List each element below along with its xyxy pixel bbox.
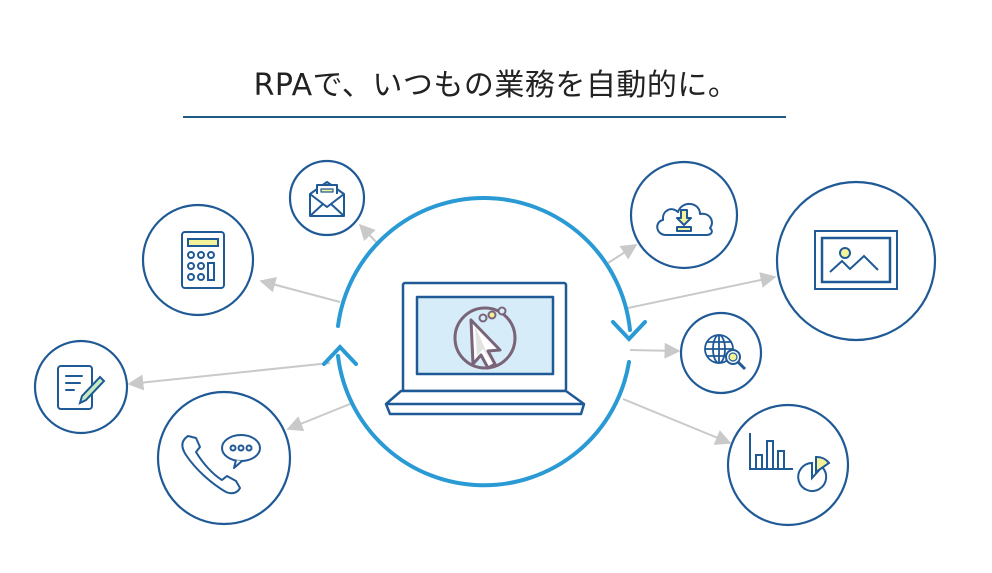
arrow-to-chart xyxy=(622,398,732,445)
automated-cursor-icon xyxy=(453,306,517,370)
satellite-image xyxy=(775,180,937,342)
satellite-calculator xyxy=(141,203,255,317)
calculator-icon xyxy=(181,231,225,289)
bar-pie-chart-icon xyxy=(749,433,831,492)
cycle-arrowhead-left xyxy=(322,344,358,366)
page-title: RPAで、いつもの業務を自動的に。 xyxy=(253,68,739,103)
automation-cycle xyxy=(322,196,647,488)
satellite-document xyxy=(33,339,129,435)
satellite-globe xyxy=(679,311,763,395)
arrow-to-image xyxy=(627,272,777,309)
connector-arrows xyxy=(127,223,777,445)
satellite-chart xyxy=(726,403,850,527)
arrow-to-cloud xyxy=(607,244,638,264)
satellite-phone xyxy=(156,390,292,526)
cycle-arrowhead-right xyxy=(611,320,647,342)
cycle-arc-bottom xyxy=(336,354,631,488)
cloud-download-icon xyxy=(656,203,713,236)
document-edit-icon xyxy=(57,365,106,410)
arrow-to-email xyxy=(358,223,379,245)
globe-search-icon xyxy=(704,334,747,371)
arrow-to-globe xyxy=(629,342,681,359)
cycle-arc-top xyxy=(336,196,632,332)
arrow-to-calculator xyxy=(259,276,341,303)
arrow-to-phone xyxy=(286,403,351,432)
image-icon xyxy=(814,230,898,290)
title-underline xyxy=(183,116,786,118)
envelope-icon xyxy=(309,181,345,217)
phone-chat-icon xyxy=(181,434,261,495)
arrow-to-document xyxy=(127,362,331,391)
